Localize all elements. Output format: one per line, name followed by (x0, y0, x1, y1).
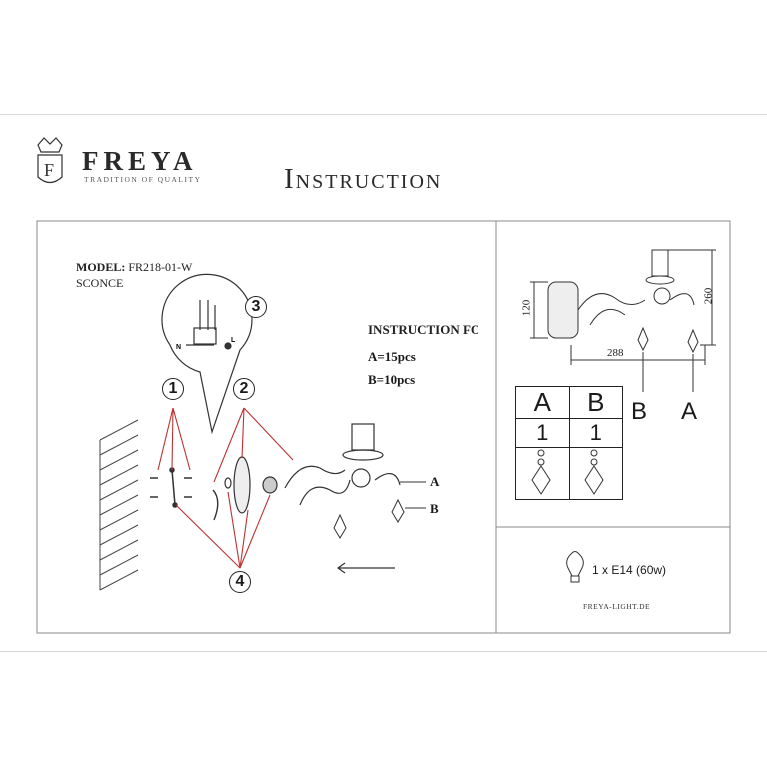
wire-n-label: N (176, 344, 181, 351)
crystal-pendants (333, 498, 405, 539)
step-2-badge: 2 (233, 378, 255, 400)
table-crystal-b (568, 447, 623, 500)
brand-name: FREYA (82, 146, 198, 176)
brand-tagline: TRADITION OF QUALITY (84, 175, 202, 184)
table-count-a: 1 (515, 418, 570, 448)
website: FREYA-LIGHT.DE (583, 602, 651, 611)
leader-lines (157, 407, 294, 569)
canopy (224, 456, 278, 514)
mounting-bracket (150, 467, 192, 508)
instruction-heading: INSTRUCTION FO (368, 322, 478, 337)
marker-a: A (430, 474, 440, 489)
wall-hatch (99, 419, 139, 591)
model-line: MODEL: FR218-01-W (76, 260, 192, 275)
bulb-spec: 1 x E14 (60w) (592, 563, 667, 577)
page-title: Instruction (284, 163, 443, 195)
parts-table: A B 1 1 (515, 386, 623, 500)
step-3-badge: 3 (245, 296, 267, 318)
table-crystal-a (515, 447, 570, 500)
table-header-b: B (568, 386, 623, 419)
model-value: FR218-01-W (128, 260, 193, 274)
model-label: MODEL: (76, 260, 126, 274)
dimension-drawing (530, 249, 716, 392)
dim-height-base: 120 (520, 299, 533, 317)
step-4-badge: 4 (229, 571, 251, 593)
step-1-badge: 1 (162, 378, 184, 400)
dim-width: 288 (607, 347, 624, 359)
lamp-arm (284, 423, 401, 506)
instruction-sheet (0, 114, 767, 652)
wiring-callout (161, 273, 253, 435)
freya-crest-logo: F (37, 137, 63, 184)
svg-text:F: F (44, 160, 54, 180)
product-type: SCONCE (76, 276, 124, 290)
qty-a: A=15pcs (368, 349, 416, 364)
bulb-panel-frame (495, 526, 731, 634)
dim-height-total: 260 (702, 287, 715, 305)
wire-l-label: L (231, 337, 236, 344)
direction-arrow (336, 562, 395, 574)
qty-b: B=10pcs (368, 372, 416, 387)
marker-b: B (430, 501, 439, 516)
wire (212, 489, 219, 521)
bulb-icon (566, 551, 584, 583)
table-count-b: 1 (568, 418, 623, 448)
table-header-a: A (515, 386, 570, 419)
side-label-a: A (681, 398, 698, 425)
side-label-b: B (631, 398, 648, 425)
